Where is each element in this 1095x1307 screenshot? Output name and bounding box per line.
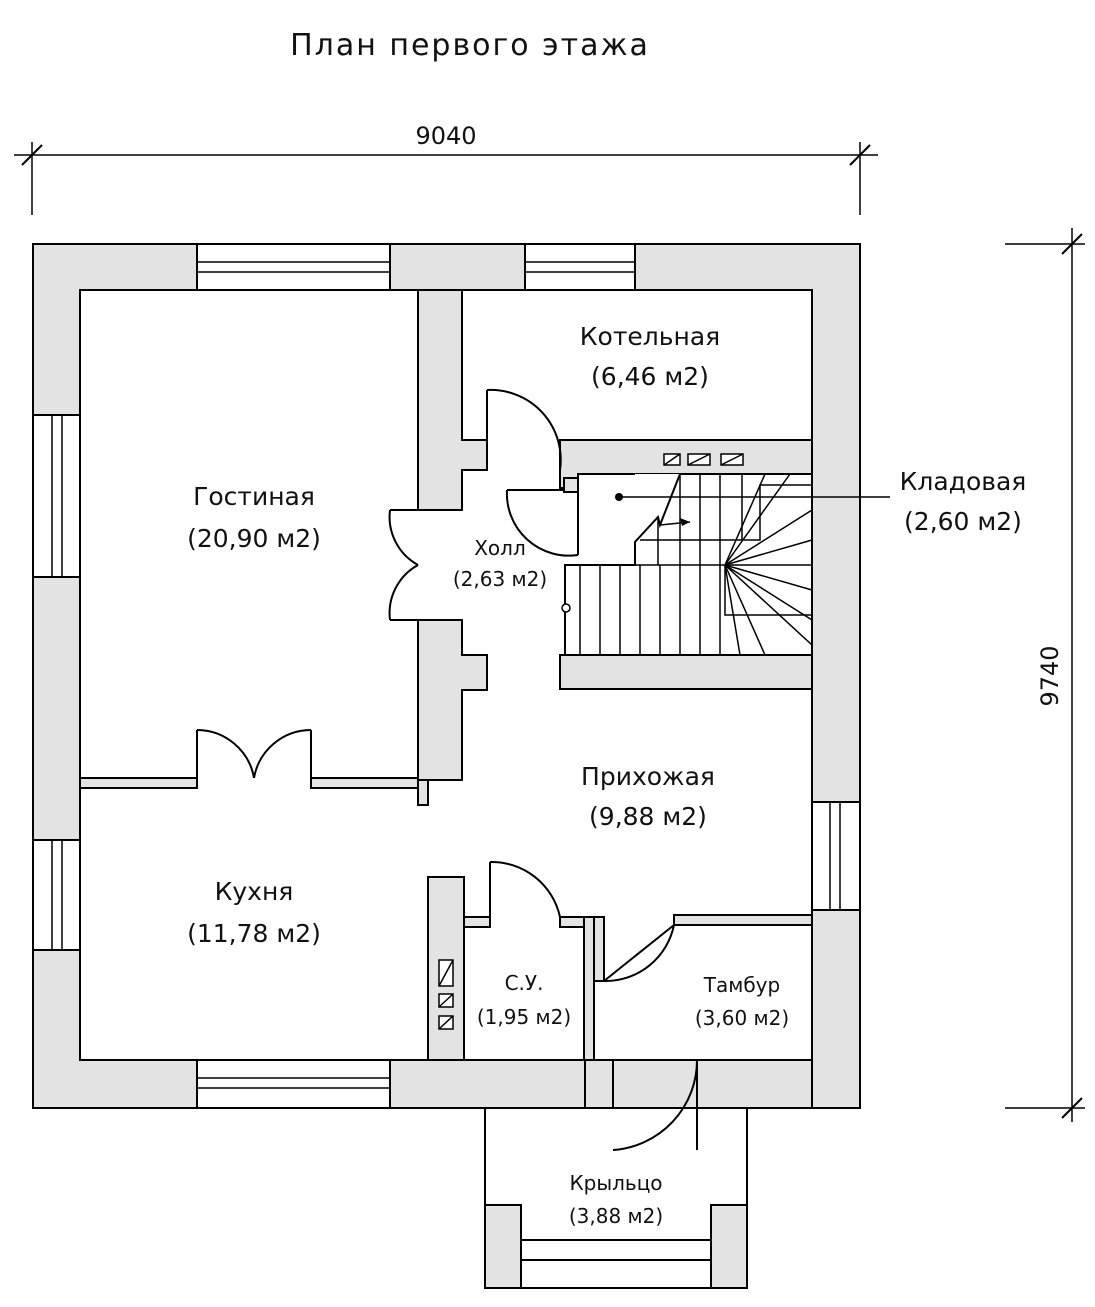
room-label-storage: Кладовая (2,60 м2) — [900, 467, 1027, 536]
door-storage — [505, 489, 579, 557]
door-living-hall — [388, 509, 419, 621]
room-name: Крыльцо — [569, 1171, 662, 1195]
room-name: С.У. — [505, 971, 544, 995]
room-label-entrance: Прихожая (9,88 м2) — [581, 762, 715, 831]
room-name: Котельная — [580, 322, 720, 351]
vent-shafts-side — [438, 959, 454, 1030]
width-dimension-label: 9040 — [415, 122, 476, 150]
room-area: (1,95 м2) — [477, 1005, 571, 1029]
room-label-boiler: Котельная (6,46 м2) — [580, 322, 720, 391]
window-left-upper — [32, 414, 81, 578]
room-label-hall: Холл (2,63 м2) — [453, 536, 547, 591]
door-vestibule — [603, 924, 675, 983]
room-label-porch: Крыльцо (3,88 м2) — [569, 1171, 663, 1228]
room-area: (3,60 м2) — [695, 1006, 789, 1030]
doors — [196, 388, 699, 1151]
window-left-lower — [32, 839, 81, 951]
plan-title: План первого этажа — [290, 28, 650, 63]
height-dimension-label: 9740 — [1036, 645, 1064, 706]
room-label-vestibule: Тамбур (3,60 м2) — [695, 973, 789, 1030]
window-right — [811, 801, 861, 911]
room-area: (9,88 м2) — [589, 802, 707, 831]
room-area: (2,63 м2) — [453, 567, 547, 591]
room-area: (11,78 м2) — [187, 919, 321, 948]
room-area: (2,60 м2) — [904, 507, 1022, 536]
room-name: Гостиная — [193, 482, 315, 511]
width-dimension: 9040 — [14, 122, 878, 215]
room-name: Тамбур — [703, 973, 780, 997]
room-label-wc: С.У. (1,95 м2) — [477, 971, 571, 1029]
window-top-right — [524, 243, 636, 291]
windows — [32, 243, 861, 1109]
door-living-kitchen — [196, 729, 312, 779]
door-front — [612, 1059, 699, 1151]
room-name: Прихожая — [581, 762, 715, 791]
room-label-living: Гостиная (20,90 м2) — [187, 482, 321, 553]
storage-leader — [615, 493, 890, 501]
room-label-kitchen: Кухня (11,78 м2) — [187, 877, 321, 948]
room-name: Кухня — [215, 877, 294, 906]
window-top-left — [196, 243, 391, 291]
room-name: Кладовая — [900, 467, 1027, 496]
room-area: (20,90 м2) — [187, 524, 321, 553]
room-name: Холл — [474, 536, 526, 560]
door-boiler — [486, 388, 562, 471]
vent-shafts-top — [663, 453, 744, 466]
staircase — [561, 473, 813, 656]
door-wc — [489, 860, 561, 918]
interior-walls — [79, 289, 813, 1109]
window-bottom — [196, 1059, 391, 1109]
porch — [484, 1107, 748, 1289]
room-area: (3,88 м2) — [569, 1204, 663, 1228]
height-dimension: 9740 — [1005, 228, 1085, 1122]
room-area: (6,46 м2) — [591, 362, 709, 391]
